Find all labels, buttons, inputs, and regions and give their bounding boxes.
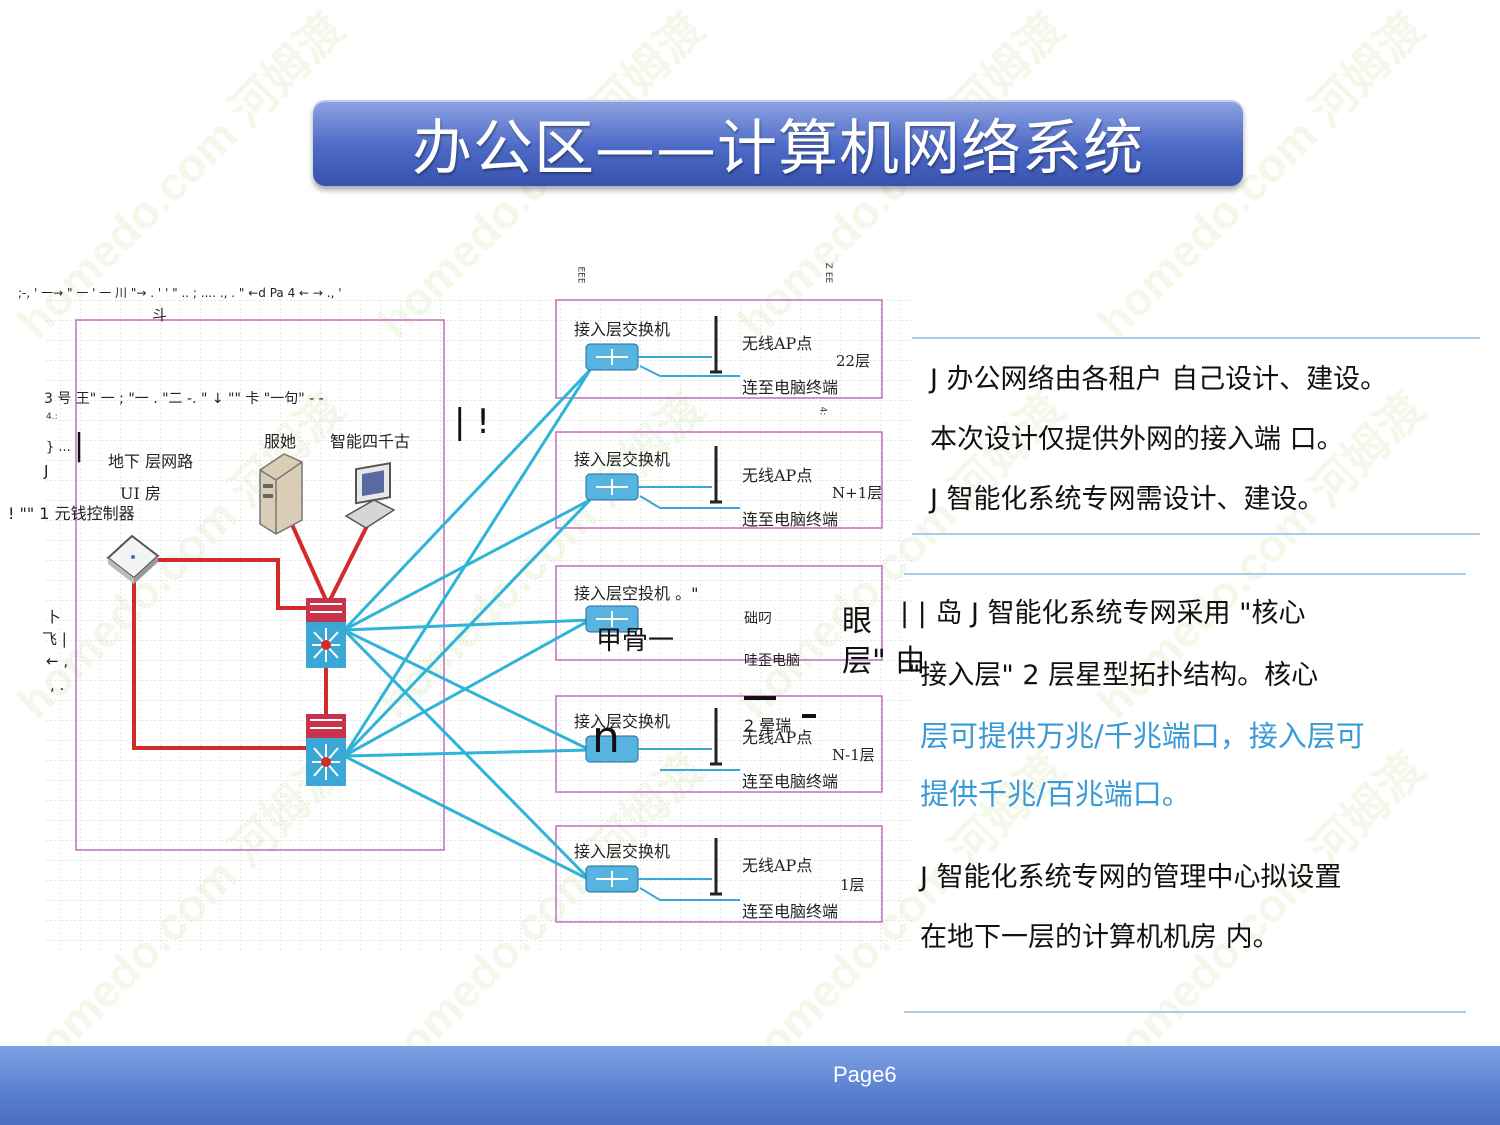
ui-room-label: UI 房: [120, 484, 161, 503]
floor-equipment-n1: [585, 446, 740, 509]
description-line-6: 层可提供万兆/千兆端口，接入层可: [920, 719, 1365, 753]
overlay-ceng: 层" 由: [842, 644, 926, 679]
controller-link-bottom: [132, 570, 310, 750]
floor-switch-label: 接入层空投机 。": [574, 584, 699, 603]
description-line-9: 在地下一层的计算机机房 内。: [920, 922, 1280, 953]
floor-ap-label: 础叼: [744, 611, 772, 627]
floor-switch-label: 接入层交换机: [574, 712, 671, 731]
floor-number-label: 22层: [836, 352, 871, 370]
tiny-eee: EEE: [575, 266, 586, 284]
controller-link-top: [150, 558, 310, 610]
basement-label: 地下 层网路: [108, 452, 194, 471]
server-link: [288, 519, 328, 601]
floor-box-n-1: [555, 695, 883, 793]
left-side-noise-1: 飞 |: [42, 630, 67, 648]
floor-box-mid: [555, 565, 883, 661]
overlay-n: n: [592, 712, 620, 763]
floor-equipment-22: [585, 316, 740, 377]
floor-box-n1: [555, 431, 883, 529]
terminal-computer-icon: [344, 462, 396, 529]
floor-box-22: [555, 299, 883, 399]
noise-bracket: } ...: [46, 440, 71, 455]
floor-ap-label: 无线AP点: [742, 728, 813, 747]
overlay-jiagu: 甲骨一: [596, 626, 675, 656]
page-number: Page6: [833, 1062, 897, 1087]
red-links: [132, 519, 372, 750]
tiny-4: 4:: [817, 406, 828, 416]
floor-pc-label: 连至电脑终端: [742, 378, 839, 397]
noise-small-1: 4.:: [46, 412, 58, 422]
blue-links: [342, 368, 592, 882]
right-panel-lines: [904, 337, 1480, 1013]
blue-link: [342, 498, 592, 758]
terminal-label: 智能四千古: [330, 432, 411, 451]
floor-number-label: 1层: [840, 876, 865, 894]
left-side-noise-3: , .: [50, 676, 65, 694]
floor-number-label: N-1层: [832, 746, 875, 764]
noise-bar-left: |: [74, 428, 85, 463]
description-line-2: 本次设计仅提供外网的接入端 口。: [930, 424, 1344, 455]
overlay-yan: 眼: [842, 604, 872, 639]
floor-box-1: [555, 825, 883, 923]
left-side-noise-2: ← ,: [46, 652, 69, 670]
slide-title: 办公区——计算机网络系统: [412, 113, 1144, 184]
controller-icon: [106, 534, 160, 584]
core-switch-1-icon: [306, 598, 346, 668]
noise-bars: | !: [454, 402, 490, 442]
blue-link: [343, 618, 591, 632]
terminal-link: [328, 519, 372, 601]
description-line-7: 提供千兆/百兆端口。: [920, 777, 1191, 811]
floor-pc-label: 连至电脑终端: [742, 510, 839, 529]
server-label: 服她: [264, 432, 297, 451]
floor-pc-label: 连至电脑终端: [742, 772, 839, 791]
floor-ap-label: 无线AP点: [742, 856, 813, 875]
blue-link: [342, 368, 592, 632]
description-line-1: J 办公网络由各租户 自己设计、建设。: [930, 364, 1388, 395]
tiny-ze: Z EE: [823, 262, 834, 284]
floor-number-label: N+1层: [832, 484, 883, 502]
floor-switch-label: 接入层交换机: [574, 842, 671, 861]
overlay-liang: 2 晕瑞: [744, 716, 792, 735]
description-line-3: J 智能化系统专网需设计、建设。: [930, 484, 1325, 515]
floor-pc-label: 哇歪电脑: [744, 653, 800, 669]
description-line-5: "接入层" 2 层星型拓扑结构。核心: [908, 660, 1319, 691]
basement-frame: [75, 319, 445, 851]
floor-switch-label: 接入层交换机: [574, 320, 671, 339]
description-line-4: | | 岛 J 智能化系统专网采用 "核心: [900, 598, 1306, 629]
noise-line2: 3 号 王" 一 ; "一 . "二 -. " ↓ "" 卡 "一句" - -: [44, 391, 324, 407]
floor-ap-label: 无线AP点: [742, 466, 813, 485]
left-side-noise-0: 卜: [46, 608, 62, 626]
floor-equipment-n-1: [585, 708, 740, 771]
floor-ap-label: 无线AP点: [742, 334, 813, 353]
noise-dou: 斗: [152, 306, 168, 324]
description-line-8: J 智能化系统专网的管理中心拟设置: [920, 862, 1342, 893]
noise-j: J: [44, 462, 49, 480]
core-switch-2-icon: [306, 714, 346, 786]
controller-label: ! "" 1 元钱控制器: [8, 504, 135, 523]
blue-link: [343, 618, 591, 758]
floor-equipment-mid: [585, 605, 639, 633]
blue-link: [343, 628, 591, 752]
title-banner: 办公区——计算机网络系统: [313, 100, 1243, 186]
server-icon: [259, 453, 303, 535]
floor-equipment-1: [585, 838, 740, 901]
floor-pc-label: 连至电脑终端: [742, 902, 839, 921]
floor-switch-label: 接入层交换机: [574, 450, 671, 469]
floor-boxes: [555, 299, 883, 923]
blue-link: [343, 748, 591, 758]
top-noise-line: ;-, ' 一→ " 一 ' 一 川 "→ . ' ' " .. ; .... …: [18, 286, 342, 300]
blue-link: [343, 754, 591, 882]
footer-bar: [0, 1046, 1500, 1125]
blue-link: [342, 369, 592, 757]
blue-link: [342, 628, 592, 882]
